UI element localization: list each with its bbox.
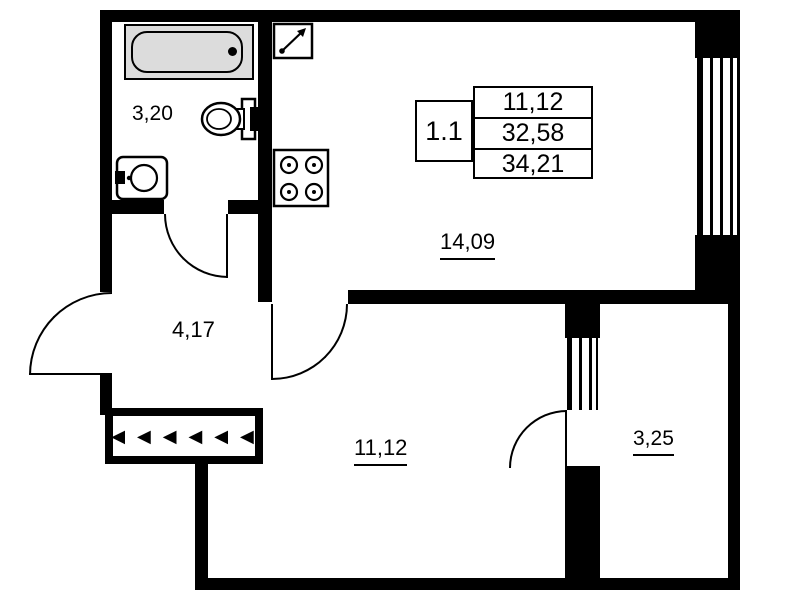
entrance-door-arc (29, 292, 112, 375)
radiator-icon: ◄◄◄◄◄◄ (113, 416, 255, 456)
balcony-door-leaf (565, 410, 567, 468)
area-values-table: 11,12 32,58 34,21 (473, 86, 593, 179)
washbasin-icon (115, 155, 169, 201)
bathtub-inner (131, 31, 243, 73)
kitchen-sink-icon (272, 22, 314, 60)
bathroom-kitchen-wall (258, 22, 272, 302)
bathroom-bottom-wall-left (112, 200, 164, 214)
balcony-divider-top (565, 290, 600, 338)
room-area-label: 11,12 (354, 435, 408, 466)
exterior-wall-bottom (195, 578, 740, 590)
balcony-area-label: 3,25 (633, 427, 674, 456)
exterior-wall-top (100, 10, 700, 22)
stove-icon (272, 148, 330, 208)
entrance-door-leaf (29, 373, 112, 375)
unit-number: 1.1 (415, 100, 473, 162)
bathtub-drain-icon (228, 47, 237, 56)
window-cap-top-right (695, 10, 740, 58)
area-value-living: 32,58 (475, 117, 591, 148)
window-right-icon (697, 58, 740, 235)
balcony-divider-bottom (565, 466, 600, 578)
room-door-leaf (271, 304, 273, 380)
exterior-wall-left-stub (100, 375, 112, 415)
room-left-wall (195, 462, 208, 590)
kitchen-area-label: 14,09 (440, 229, 496, 260)
bathroom-door-arc (164, 214, 228, 278)
area-value-total: 34,21 (475, 148, 591, 179)
area-value-rooms: 11,12 (502, 88, 564, 116)
bathroom-bottom-wall-right (228, 200, 258, 214)
room-door-arc (272, 304, 348, 380)
exterior-wall-left-upper (100, 10, 112, 292)
exterior-wall-right-lower (728, 302, 740, 590)
window-balcony-icon (567, 338, 598, 410)
kitchen-room-wall (348, 290, 740, 304)
bathroom-area-label: 3,20 (132, 102, 173, 125)
toilet-flush-detail (250, 107, 258, 131)
bathroom-door-leaf (226, 214, 228, 278)
hallway-area-label: 4,17 (172, 317, 215, 342)
balcony-door-arc (509, 410, 567, 468)
